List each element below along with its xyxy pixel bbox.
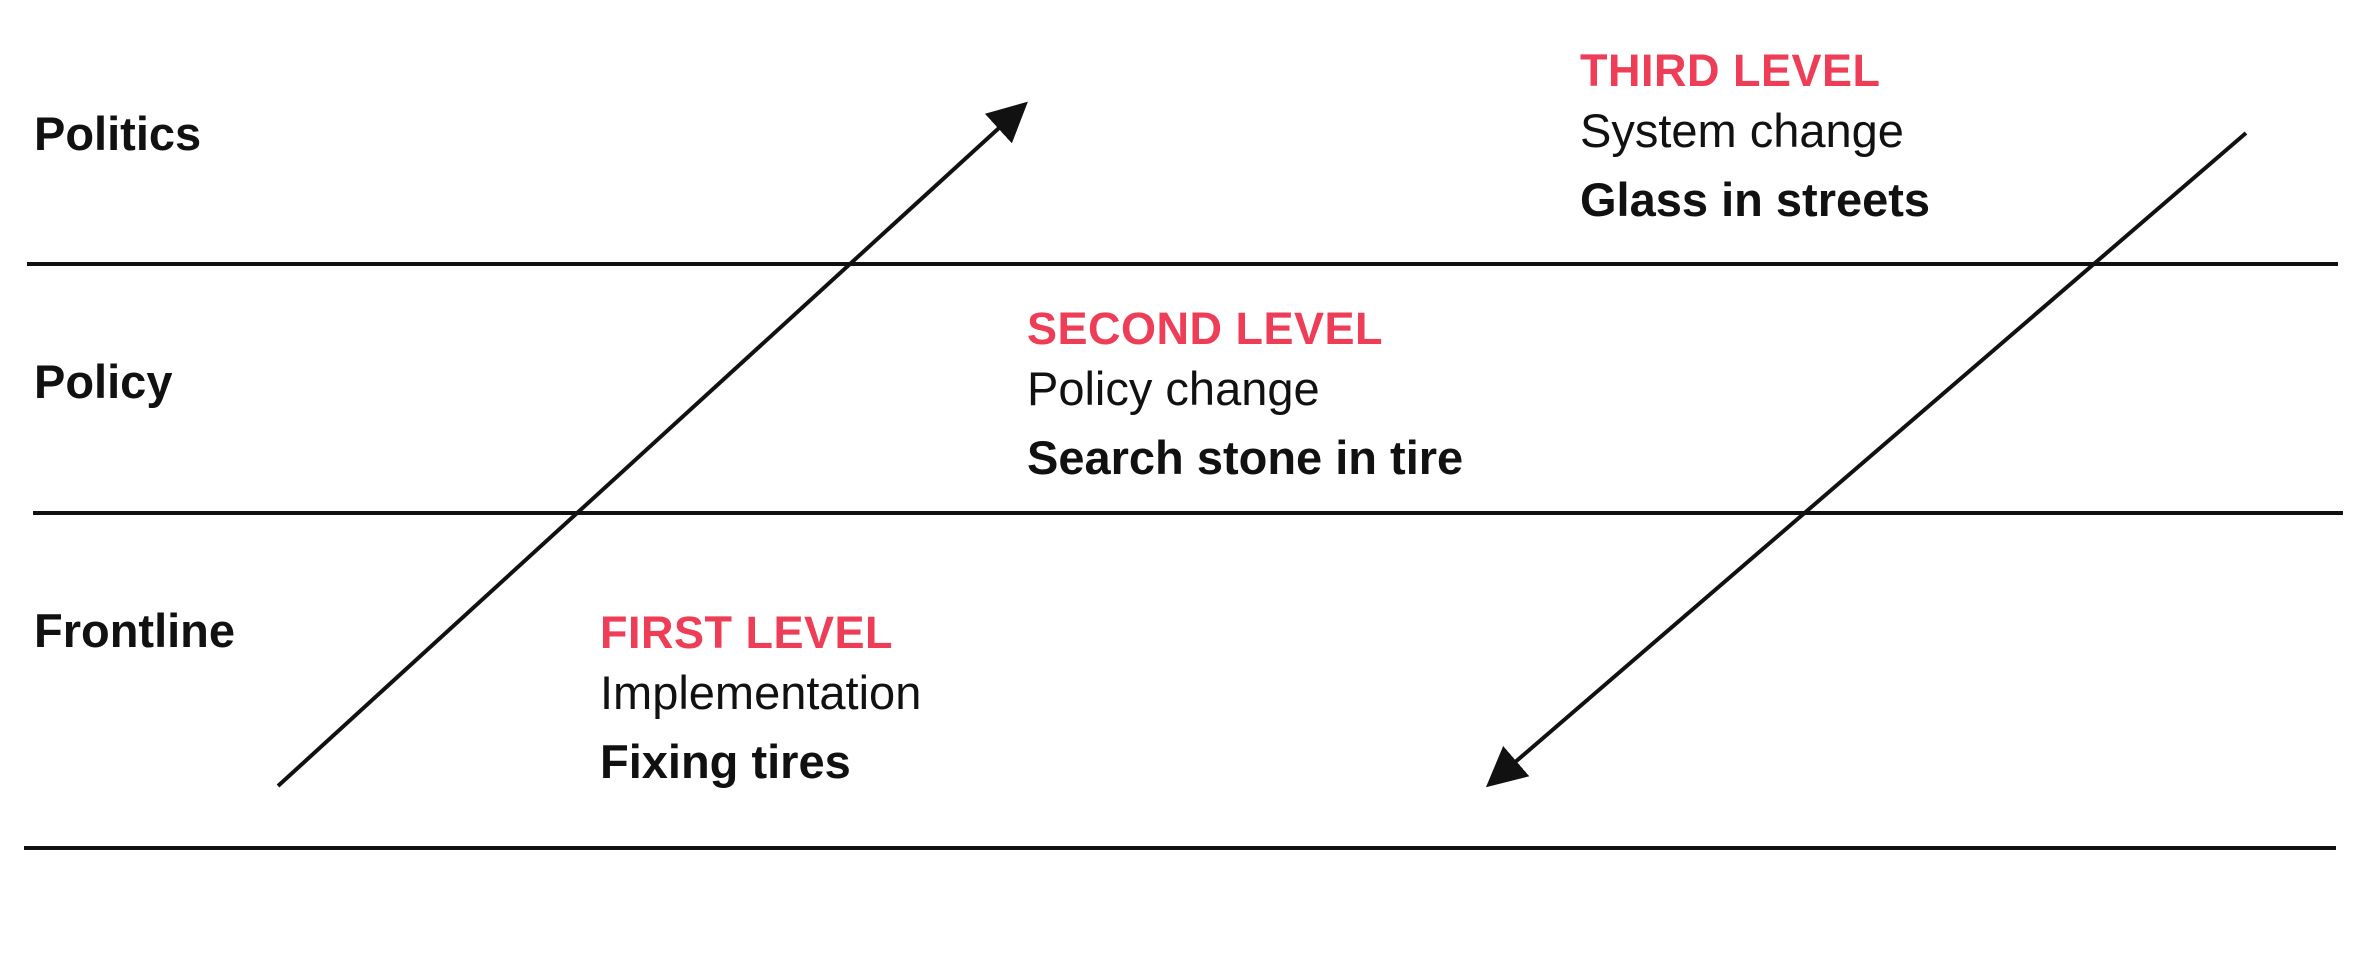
first-level-example: Fixing tires	[600, 735, 851, 788]
second-level-example: Search stone in tire	[1027, 431, 1464, 484]
first-level-title: FIRST LEVEL	[600, 607, 894, 658]
first-level-description: Implementation	[600, 666, 922, 719]
third-level-example: Glass in streets	[1580, 173, 1931, 226]
row-label-frontline: Frontline	[34, 604, 236, 657]
row-label-policy: Policy	[34, 355, 173, 408]
upward-arrow	[276, 101, 1028, 788]
downward-arrow	[1485, 131, 2248, 788]
third-level-description: System change	[1580, 104, 1904, 157]
third-level-block: THIRD LEVEL System change Glass in stree…	[1580, 48, 1930, 223]
third-level-title: THIRD LEVEL	[1580, 45, 1881, 96]
second-level-title: SECOND LEVEL	[1027, 303, 1384, 354]
second-level-block: SECOND LEVEL Policy change Search stone …	[1027, 306, 1463, 481]
second-level-description: Policy change	[1027, 362, 1320, 415]
row-label-politics: Politics	[34, 107, 202, 160]
first-level-block: FIRST LEVEL Implementation Fixing tires	[600, 610, 921, 785]
